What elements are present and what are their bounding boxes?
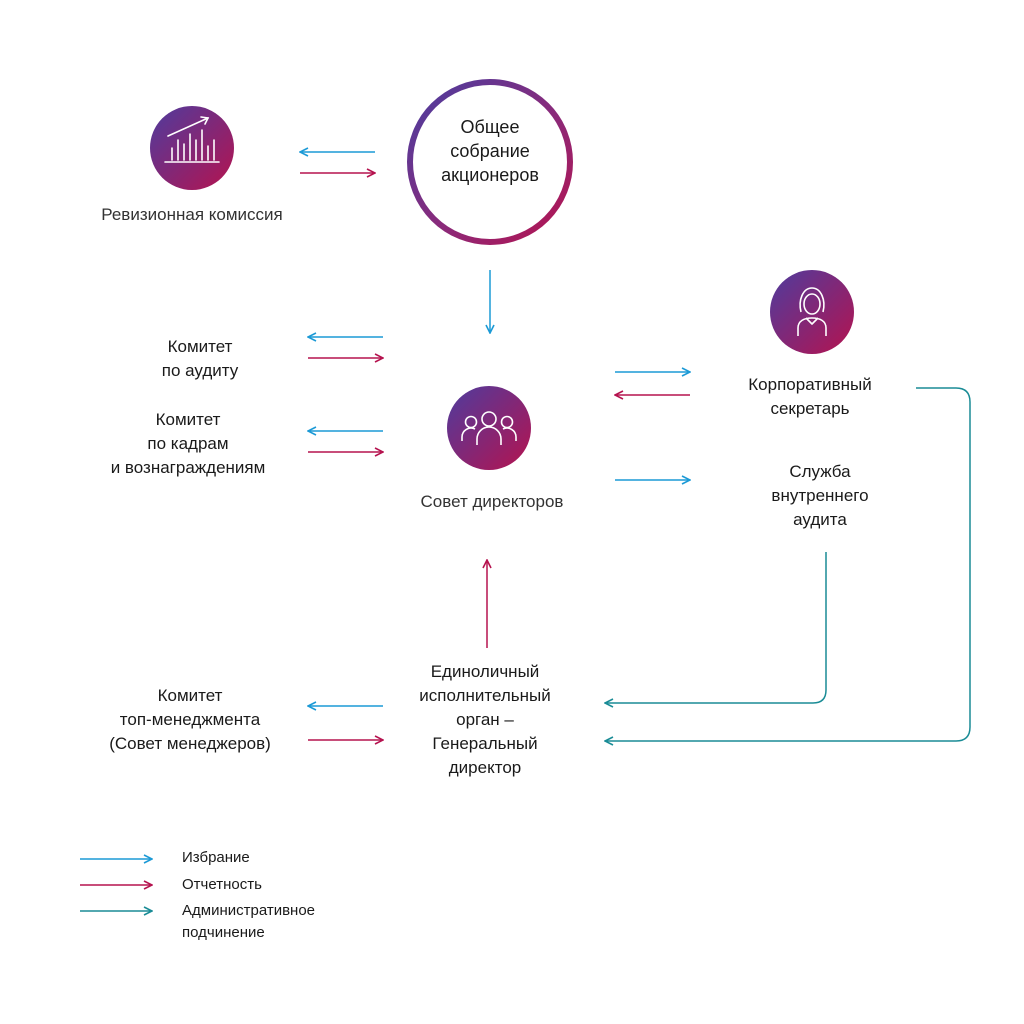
shareholders-label: Общее собрание акционеров xyxy=(441,117,539,185)
person-icon xyxy=(770,270,854,354)
chart-growth-icon xyxy=(150,106,234,190)
internal-audit-label: Служба внутреннего аудита xyxy=(771,462,869,529)
audit-commission-label: Ревизионная комиссия xyxy=(101,205,283,224)
shareholders-circle xyxy=(407,79,573,245)
legend-admin-label: Административное подчинение xyxy=(182,902,316,941)
group-people-icon xyxy=(447,386,531,470)
legend-election-label: Избрание xyxy=(182,849,250,866)
arrow-admin xyxy=(605,552,827,703)
hr-committee-label: Комитет по кадрам и вознаграждениям xyxy=(110,410,266,477)
board-label: Совет директоров xyxy=(420,492,564,511)
audit-committee-label: Комитет по аудиту xyxy=(161,337,239,380)
ceo-label: Единоличный исполнительный орган – Генер… xyxy=(419,662,551,777)
legend-reporting-label: Отчетность xyxy=(182,876,262,893)
mgmt-committee-label: Комитет топ-менеджмента (Совет менеджеро… xyxy=(109,686,271,753)
arrow-admin xyxy=(605,387,971,741)
corp-secretary-label: Корпоративный секретарь xyxy=(748,375,872,418)
